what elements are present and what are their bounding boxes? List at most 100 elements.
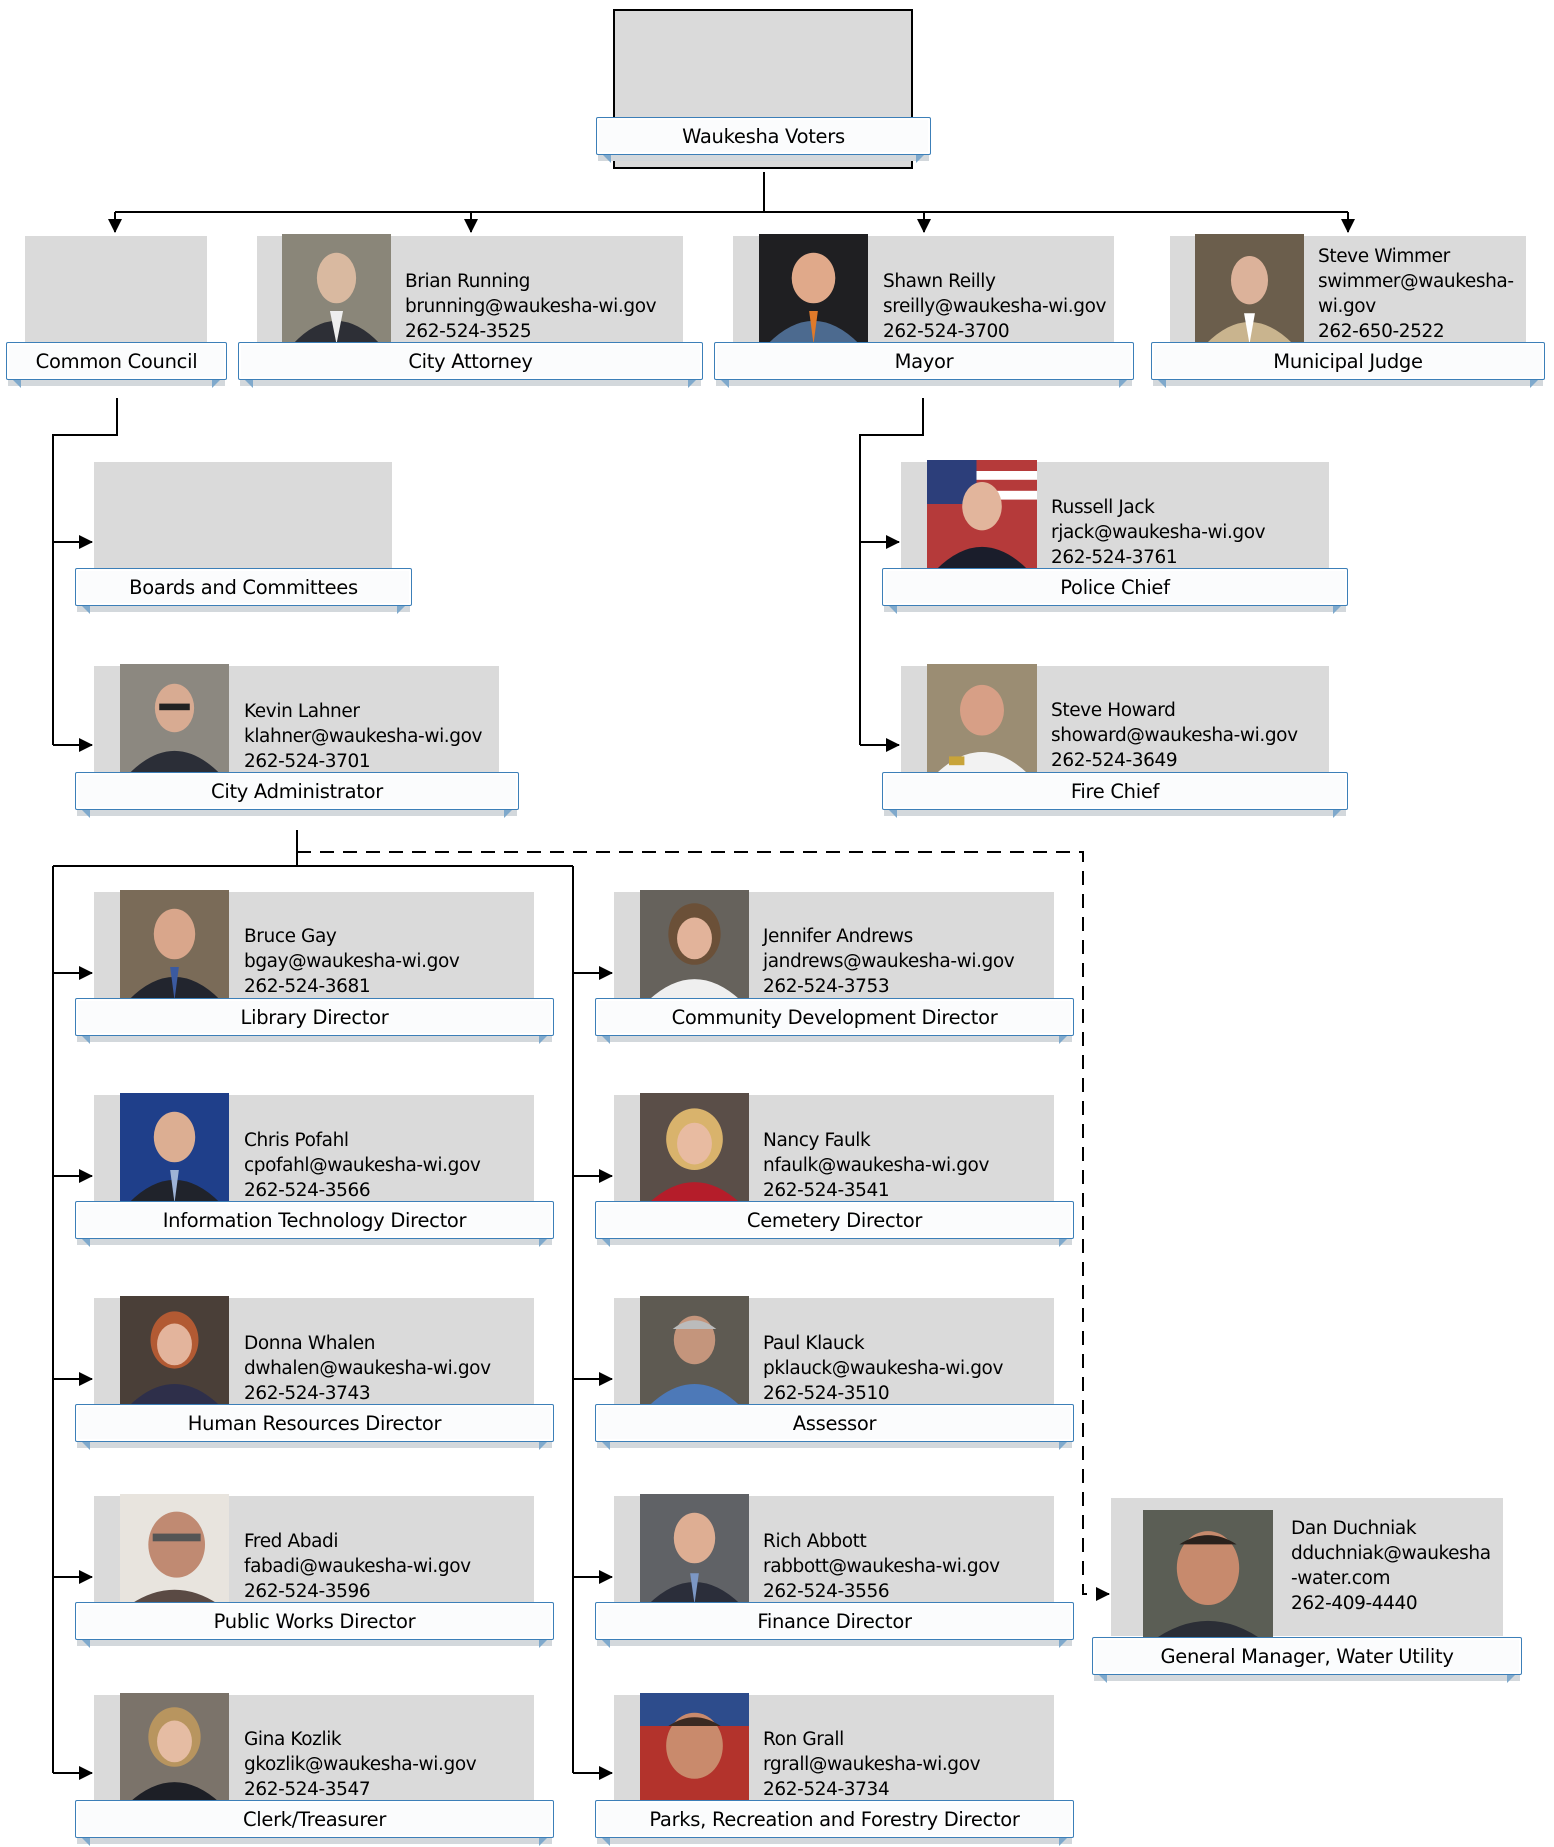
judge-label: Municipal Judge (1151, 342, 1545, 388)
finance-phone: 262-524-3556 (763, 1581, 890, 1602)
water-email-line1[interactable]: dduchniak@waukesha (1291, 1543, 1491, 1564)
parks-email[interactable]: rgrall@waukesha-wi.gov (763, 1754, 981, 1775)
cemetery-photo (640, 1093, 749, 1203)
judge-phone: 262-650-2522 (1318, 321, 1445, 342)
attorney-email[interactable]: brunning@waukesha-wi.gov (405, 296, 657, 317)
it-name: Chris Pofahl (244, 1130, 349, 1151)
finance-label: Finance Director (595, 1602, 1074, 1648)
judge-email-line1[interactable]: swimmer@waukesha- (1318, 271, 1514, 292)
library-info: Bruce Gay bgay@waukesha-wi.gov 262-524-3… (244, 924, 460, 999)
fire-photo (927, 664, 1037, 774)
administrator-photo (120, 664, 229, 774)
judge-info: Steve Wimmer swimmer@waukesha- wi.gov 26… (1318, 244, 1514, 344)
finance-name: Rich Abbott (763, 1531, 867, 1552)
assessor-email[interactable]: pklauck@waukesha-wi.gov (763, 1358, 1004, 1379)
attorney-name: Brian Running (405, 271, 530, 292)
finance-email[interactable]: rabbott@waukesha-wi.gov (763, 1556, 1000, 1577)
police-phone: 262-524-3761 (1051, 547, 1178, 568)
publicworks-email[interactable]: fabadi@waukesha-wi.gov (244, 1556, 471, 1577)
administrator-phone: 262-524-3701 (244, 751, 371, 772)
assessor-photo (640, 1296, 749, 1406)
judge-email-line2[interactable]: wi.gov (1318, 296, 1376, 317)
water-photo (1143, 1510, 1273, 1642)
commdev-label: Community Development Director (595, 998, 1074, 1044)
commdev-email[interactable]: jandrews@waukesha-wi.gov (763, 951, 1015, 972)
it-phone: 262-524-3566 (244, 1180, 371, 1201)
parks-photo (640, 1693, 749, 1803)
commdev-photo (640, 890, 749, 1000)
library-photo (120, 890, 229, 1000)
police-label: Police Chief (882, 568, 1348, 614)
library-label: Library Director (75, 998, 554, 1044)
water-info: Dan Duchniak dduchniak@waukesha -water.c… (1291, 1516, 1491, 1616)
attorney-photo (282, 234, 391, 344)
judge-name: Steve Wimmer (1318, 246, 1450, 267)
mayor-phone: 262-524-3700 (883, 321, 1010, 342)
police-email[interactable]: rjack@waukesha-wi.gov (1051, 522, 1266, 543)
water-name: Dan Duchniak (1291, 1518, 1417, 1539)
hr-name: Donna Whalen (244, 1333, 376, 1354)
clerk-photo (120, 1693, 229, 1803)
council-label: Common Council (6, 342, 227, 388)
parks-label: Parks, Recreation and Forestry Director (595, 1800, 1074, 1846)
it-info: Chris Pofahl cpofahl@waukesha-wi.gov 262… (244, 1128, 481, 1203)
it-label: Information Technology Director (75, 1201, 554, 1247)
mayor-label: Mayor (714, 342, 1134, 388)
administrator-info: Kevin Lahner klahner@waukesha-wi.gov 262… (244, 699, 482, 774)
voters-label: Waukesha Voters (596, 117, 931, 163)
council-box (25, 236, 207, 346)
parks-info: Ron Grall rgrall@waukesha-wi.gov 262-524… (763, 1727, 981, 1802)
hr-label: Human Resources Director (75, 1404, 554, 1450)
police-name: Russell Jack (1051, 497, 1155, 518)
mayor-photo (759, 234, 868, 344)
clerk-phone: 262-524-3547 (244, 1779, 371, 1800)
administrator-name: Kevin Lahner (244, 701, 360, 722)
mayor-info: Shawn Reilly sreilly@waukesha-wi.gov 262… (883, 269, 1106, 344)
boards-box (94, 462, 392, 572)
cemetery-label: Cemetery Director (595, 1201, 1074, 1247)
it-email[interactable]: cpofahl@waukesha-wi.gov (244, 1155, 481, 1176)
finance-info: Rich Abbott rabbott@waukesha-wi.gov 262-… (763, 1529, 1000, 1604)
police-photo (927, 460, 1037, 570)
cemetery-name: Nancy Faulk (763, 1130, 871, 1151)
publicworks-name: Fred Abadi (244, 1531, 339, 1552)
fire-label: Fire Chief (882, 772, 1348, 818)
publicworks-phone: 262-524-3596 (244, 1581, 371, 1602)
publicworks-photo (120, 1494, 229, 1604)
library-phone: 262-524-3681 (244, 976, 371, 997)
fire-phone: 262-524-3649 (1051, 750, 1178, 771)
assessor-info: Paul Klauck pklauck@waukesha-wi.gov 262-… (763, 1331, 1003, 1406)
cemetery-phone: 262-524-3541 (763, 1180, 890, 1201)
mayor-name: Shawn Reilly (883, 271, 996, 292)
cemetery-email[interactable]: nfaulk@waukesha-wi.gov (763, 1155, 990, 1176)
assessor-phone: 262-524-3510 (763, 1383, 890, 1404)
administrator-label: City Administrator (75, 772, 519, 818)
fire-info: Steve Howard showard@waukesha-wi.gov 262… (1051, 698, 1298, 773)
cemetery-info: Nancy Faulk nfaulk@waukesha-wi.gov 262-5… (763, 1128, 989, 1203)
library-email[interactable]: bgay@waukesha-wi.gov (244, 951, 460, 972)
clerk-name: Gina Kozlik (244, 1729, 342, 1750)
boards-label: Boards and Committees (75, 568, 412, 614)
attorney-info: Brian Running brunning@waukesha-wi.gov 2… (405, 269, 657, 344)
fire-email[interactable]: showard@waukesha-wi.gov (1051, 725, 1298, 746)
clerk-label: Clerk/Treasurer (75, 1800, 554, 1846)
commdev-phone: 262-524-3753 (763, 976, 890, 997)
clerk-info: Gina Kozlik gkozlik@waukesha-wi.gov 262-… (244, 1727, 477, 1802)
commdev-name: Jennifer Andrews (763, 926, 913, 947)
library-name: Bruce Gay (244, 926, 337, 947)
water-label: General Manager, Water Utility (1092, 1637, 1522, 1683)
attorney-label: City Attorney (238, 342, 703, 388)
administrator-email[interactable]: klahner@waukesha-wi.gov (244, 726, 483, 747)
parks-name: Ron Grall (763, 1729, 844, 1750)
attorney-phone: 262-524-3525 (405, 321, 532, 342)
parks-phone: 262-524-3734 (763, 1779, 890, 1800)
clerk-email[interactable]: gkozlik@waukesha-wi.gov (244, 1754, 477, 1775)
hr-email[interactable]: dwhalen@waukesha-wi.gov (244, 1358, 491, 1379)
mayor-email[interactable]: sreilly@waukesha-wi.gov (883, 296, 1107, 317)
water-phone: 262-409-4440 (1291, 1593, 1418, 1614)
publicworks-label: Public Works Director (75, 1602, 554, 1648)
commdev-info: Jennifer Andrews jandrews@waukesha-wi.go… (763, 924, 1015, 999)
it-photo (120, 1093, 229, 1203)
water-email-line2[interactable]: -water.com (1291, 1568, 1391, 1589)
